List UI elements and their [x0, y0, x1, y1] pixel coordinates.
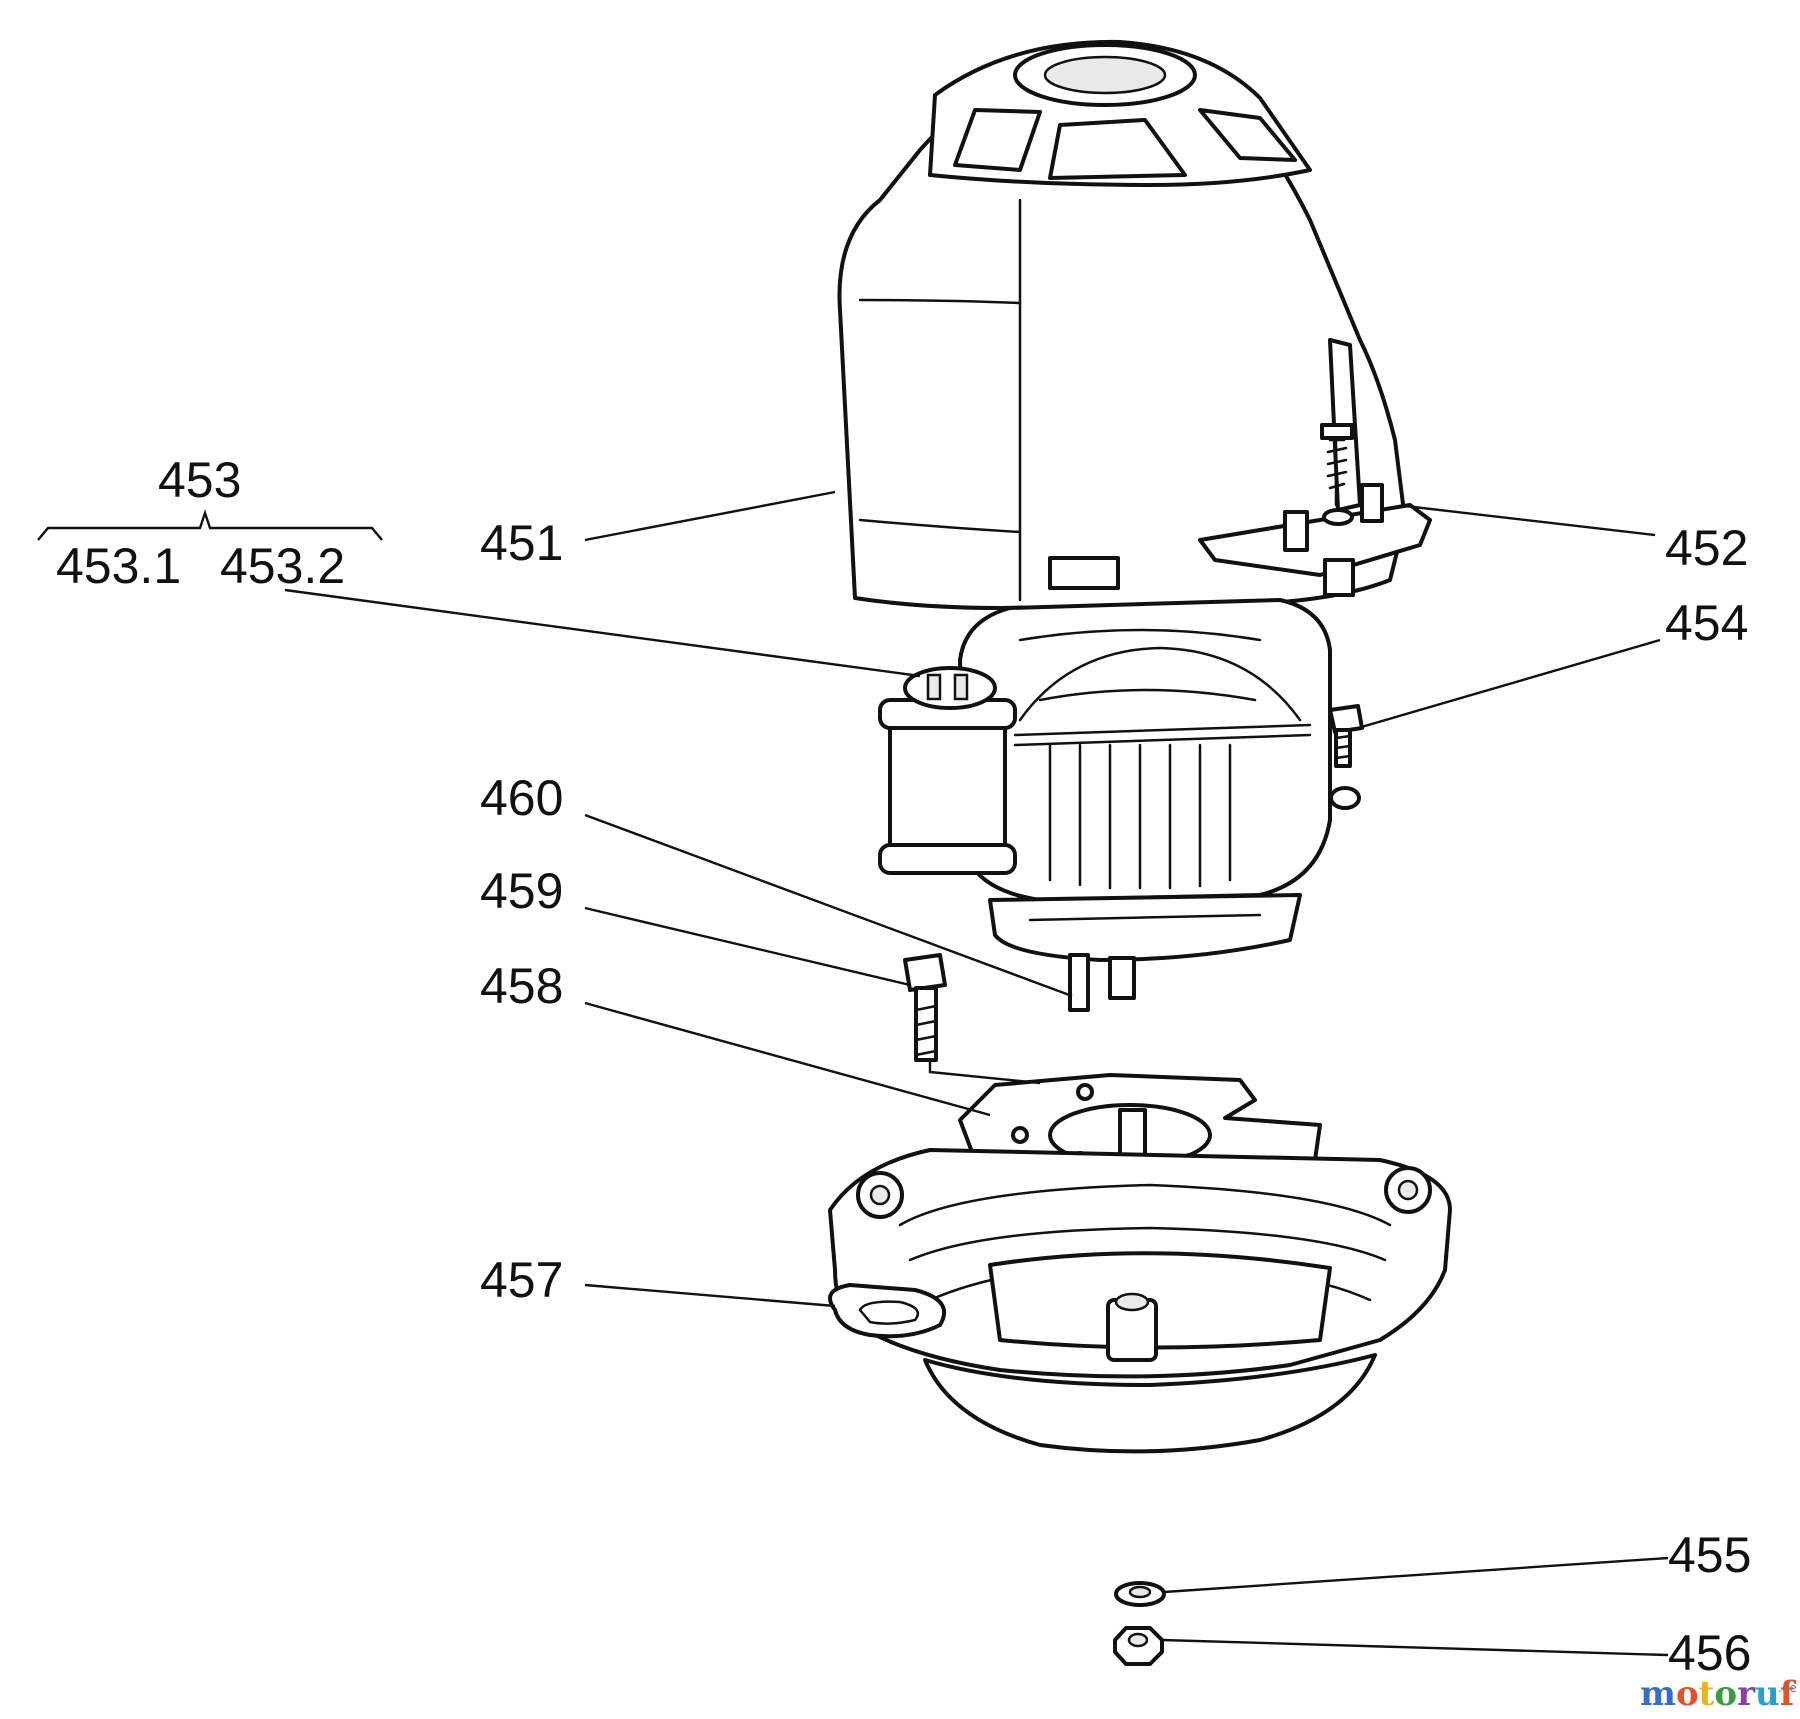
- label-459: 459: [480, 863, 563, 919]
- callout-labels: 451 452 453 453.1 453.2 454 460 459 458 …: [56, 452, 1751, 1681]
- label-456: 456: [1668, 1625, 1751, 1681]
- motoruf-watermark: motoruf .de: [1640, 1674, 1797, 1714]
- label-457: 457: [480, 1252, 563, 1308]
- label-453-2: 453.2: [220, 538, 345, 594]
- motor-assembly: [878, 598, 1364, 1012]
- label-458: 458: [480, 958, 563, 1014]
- label-453: 453: [158, 452, 241, 508]
- label-452: 452: [1665, 520, 1748, 576]
- bolt-459: [903, 953, 947, 1062]
- label-455: 455: [1668, 1527, 1751, 1583]
- washer-455: [1114, 1581, 1166, 1607]
- label-453-1: 453.1: [56, 538, 181, 594]
- watermark-tld: .de: [1778, 1681, 1797, 1695]
- nut-456: [1113, 1626, 1164, 1666]
- label-454: 454: [1665, 595, 1748, 651]
- motor-cover-451: [837, 39, 1407, 610]
- base-housing-457: [828, 1148, 1452, 1454]
- label-460: 460: [480, 770, 563, 826]
- leader-lines: [37, 490, 1669, 1657]
- watermark-brand: motoruf: [1640, 1674, 1797, 1714]
- bracket-screw-452: [1198, 338, 1432, 597]
- label-451: 451: [480, 515, 563, 571]
